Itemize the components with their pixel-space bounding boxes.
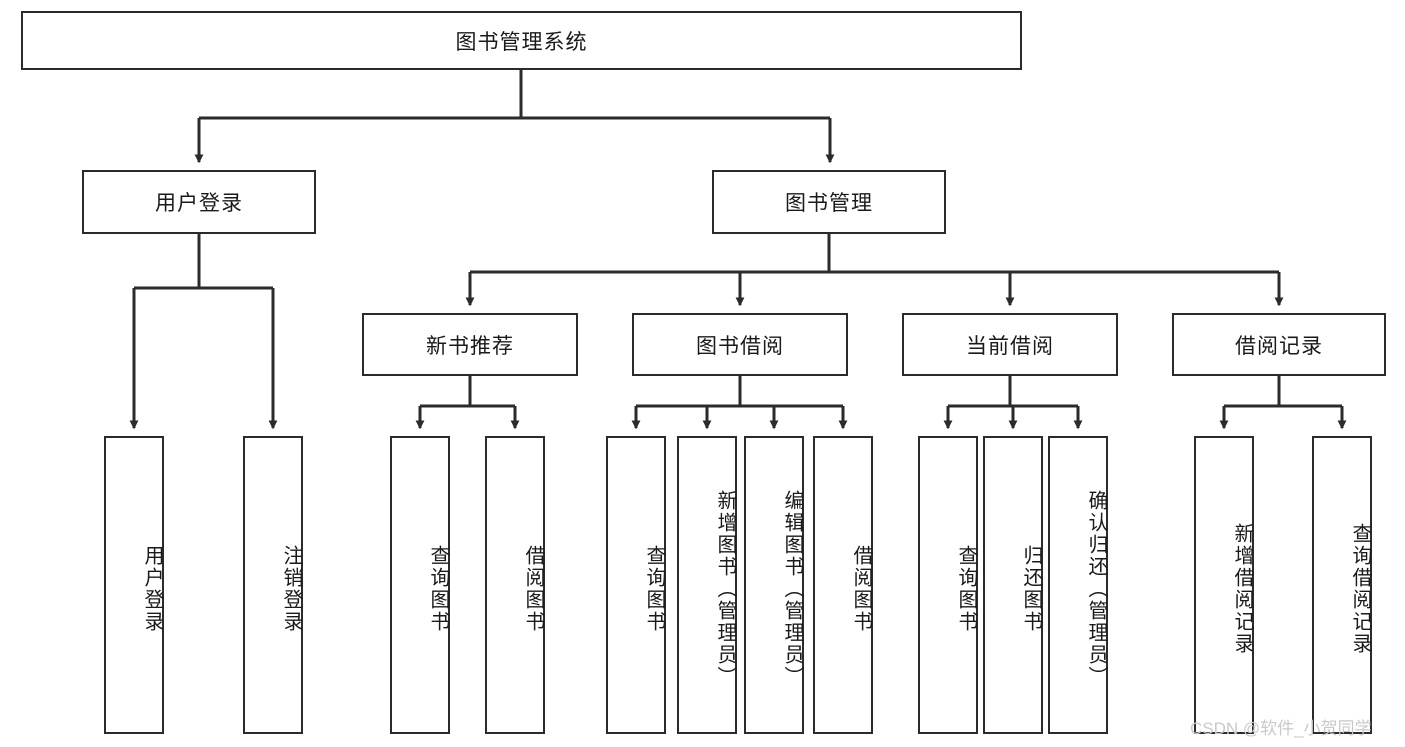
leaf-borrow-book-label: 借阅图书 — [850, 545, 872, 633]
leaf-logout[interactable]: 注销登录 — [243, 436, 303, 734]
leaf-add-borrow-record-label: 新增借阅记录 — [1231, 523, 1253, 655]
leaf-logout-label: 注销登录 — [280, 545, 302, 633]
node-borrow-record[interactable]: 借阅记录 — [1172, 313, 1386, 376]
node-user-login-label: 用户登录 — [155, 192, 243, 215]
leaf-edit-book-admin-label: 编辑图书（管理员） — [781, 490, 803, 688]
leaf-borrow-book[interactable]: 借阅图书 — [813, 436, 873, 734]
leaf-query-borrow-record-label: 查询借阅记录 — [1349, 523, 1371, 655]
leaf-query-book-current[interactable]: 查询图书 — [918, 436, 978, 734]
node-book-borrow-label: 图书借阅 — [696, 334, 784, 358]
node-new-book-recommend-label: 新书推荐 — [426, 334, 514, 358]
leaf-query-borrow-record[interactable]: 查询借阅记录 — [1312, 436, 1372, 734]
leaf-user-login[interactable]: 用户登录 — [104, 436, 164, 734]
node-new-book-recommend[interactable]: 新书推荐 — [362, 313, 578, 376]
leaf-confirm-return-admin-label: 确认归还（管理员） — [1085, 490, 1107, 688]
node-current-borrow-label: 当前借阅 — [966, 334, 1054, 358]
leaf-query-book-borrow[interactable]: 查询图书 — [606, 436, 666, 734]
leaf-borrow-book-recommend-label: 借阅图书 — [522, 545, 544, 633]
leaf-add-book-admin[interactable]: 新增图书（管理员） — [677, 436, 737, 734]
node-user-login[interactable]: 用户登录 — [82, 170, 316, 234]
leaf-query-book-borrow-label: 查询图书 — [643, 545, 665, 633]
node-book-borrow[interactable]: 图书借阅 — [632, 313, 848, 376]
leaf-query-book-recommend[interactable]: 查询图书 — [390, 436, 450, 734]
node-root-label: 图书管理系统 — [455, 30, 588, 54]
leaf-return-book[interactable]: 归还图书 — [983, 436, 1043, 734]
node-book-management[interactable]: 图书管理 — [712, 170, 946, 234]
leaf-confirm-return-admin[interactable]: 确认归还（管理员） — [1048, 436, 1108, 734]
node-borrow-record-label: 借阅记录 — [1235, 334, 1323, 358]
leaf-borrow-book-recommend[interactable]: 借阅图书 — [485, 436, 545, 734]
leaf-user-login-label: 用户登录 — [141, 545, 163, 633]
leaf-add-borrow-record[interactable]: 新增借阅记录 — [1194, 436, 1254, 734]
leaf-query-book-recommend-label: 查询图书 — [427, 545, 449, 633]
node-root[interactable]: 图书管理系统 — [21, 11, 1022, 70]
leaf-edit-book-admin[interactable]: 编辑图书（管理员） — [744, 436, 804, 734]
node-book-management-label: 图书管理 — [785, 192, 873, 215]
leaf-return-book-label: 归还图书 — [1020, 545, 1042, 633]
node-current-borrow[interactable]: 当前借阅 — [902, 313, 1118, 376]
watermark: CSDN @软件_小贺同学 — [1190, 719, 1372, 738]
leaf-query-book-current-label: 查询图书 — [955, 545, 977, 633]
leaf-add-book-admin-label: 新增图书（管理员） — [714, 490, 736, 688]
